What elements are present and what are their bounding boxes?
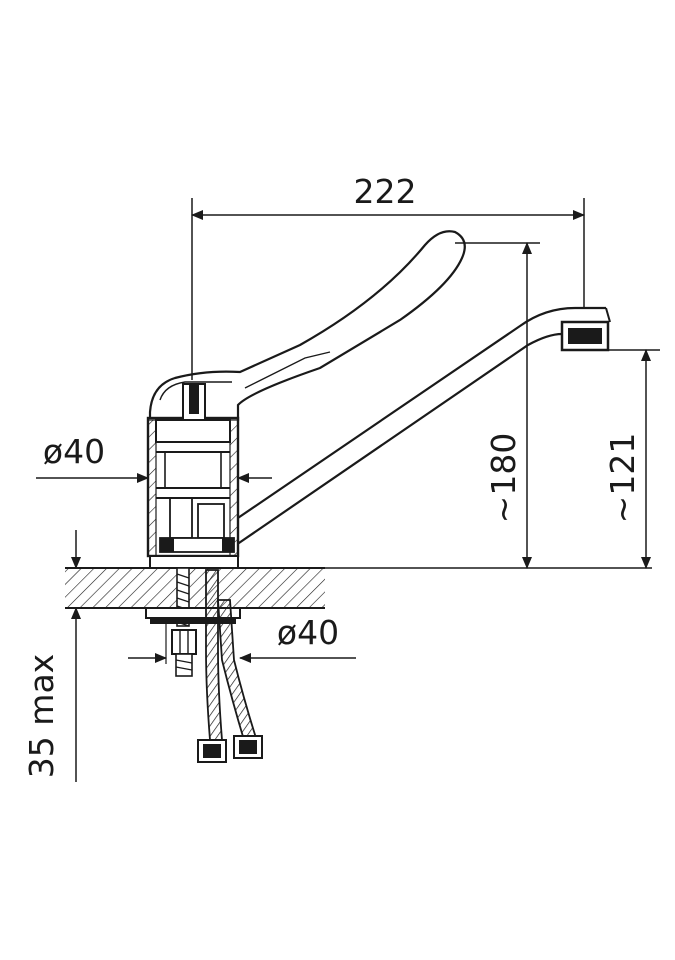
dimension-body-diameter: ø40 [36,432,272,483]
spout [231,306,611,546]
lever-handle [148,230,466,422]
dimension-body-diameter-label: ø40 [43,432,105,471]
dimension-height-spout-label: ~121 [603,433,642,524]
dimension-width: 222 [191,172,585,380]
dimension-max-thickness-label: 35 max [22,654,61,778]
valve-body [146,383,240,569]
dimension-mount-diameter-label: ø40 [277,613,339,652]
mounting-hardware [145,567,241,677]
dimension-height-total-label: ~180 [484,433,523,524]
dimension-height-total: ~180 [455,242,540,569]
dimension-mount-diameter: ø40 [128,613,356,664]
flexible-hoses [197,569,263,763]
dimension-height-spout: ~121 [603,349,660,569]
countertop [65,567,652,609]
dimension-max-thickness: 35 max [22,530,81,782]
dimension-width-label: 222 [354,172,417,211]
